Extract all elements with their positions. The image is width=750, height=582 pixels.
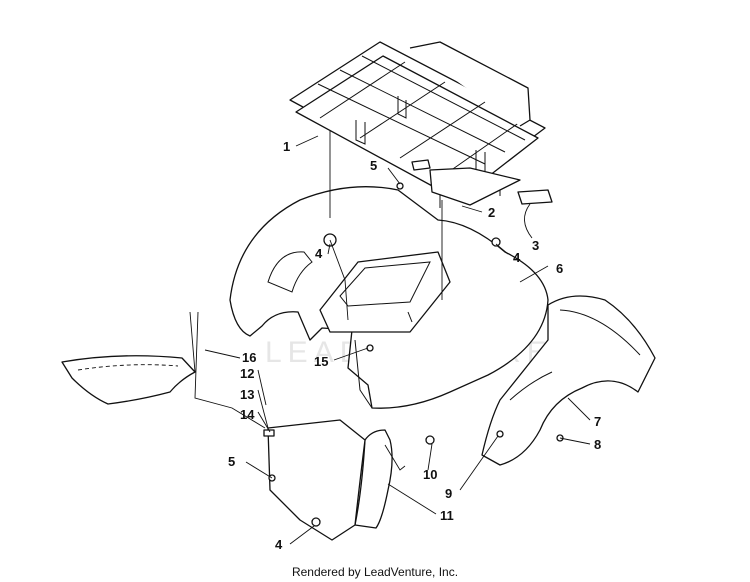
- fender-flare: [481, 295, 656, 466]
- mud-flap-right: [354, 429, 393, 529]
- callout-12: 12: [240, 366, 254, 381]
- callout-14: 14: [240, 407, 255, 422]
- callout-16: 16: [242, 350, 256, 365]
- callout-labels: 1 2 3 4 4 4 5 5 6 7 8 9 10 11 12 13 14 1…: [228, 139, 601, 552]
- callout-6: 6: [556, 261, 563, 276]
- callout-3: 3: [532, 238, 539, 253]
- callout-2: 2: [488, 205, 495, 220]
- footwell: [61, 355, 196, 405]
- callout-5a: 5: [370, 158, 377, 173]
- callout-5b: 5: [228, 454, 235, 469]
- callout-10: 10: [423, 467, 437, 482]
- callout-9: 9: [445, 486, 452, 501]
- callout-13: 13: [240, 387, 254, 402]
- callout-8: 8: [594, 437, 601, 452]
- callout-11: 11: [440, 508, 454, 523]
- mud-flap-left: [267, 419, 366, 541]
- footer-credit: Rendered by LeadVenture, Inc.: [291, 565, 459, 579]
- callout-1: 1: [283, 139, 290, 154]
- callout-4a: 4: [315, 246, 323, 261]
- callout-4c: 4: [275, 537, 283, 552]
- callout-7: 7: [594, 414, 601, 429]
- rear-fender: [229, 186, 549, 409]
- callout-4b: 4: [513, 250, 521, 265]
- assembly-lines: [189, 130, 443, 471]
- leader-lines: [204, 135, 591, 545]
- callout-15: 15: [314, 354, 328, 369]
- rear-rack: [289, 41, 546, 208]
